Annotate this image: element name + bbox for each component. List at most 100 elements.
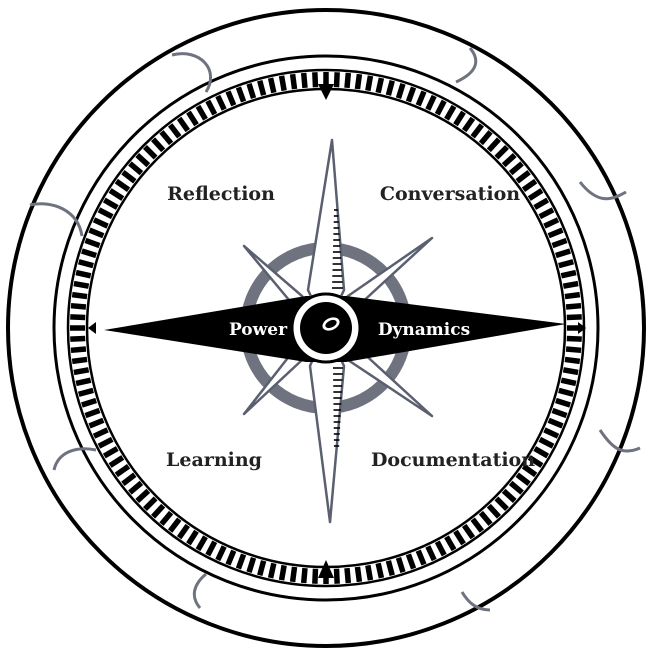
ring-tick [540,439,553,446]
ring-tick [260,561,264,575]
ring-tick [437,101,444,114]
ring-tick [552,240,566,245]
ring-tick [388,561,392,575]
ring-tick [337,569,338,584]
ring-tick [170,125,179,137]
ring-tick [198,106,206,119]
ring-tick [304,568,305,583]
west-pointer-icon [88,322,96,334]
ring-tick [540,210,553,217]
ring-tick [218,96,224,110]
ring-tick [110,190,123,198]
ring-tick [563,284,578,287]
ring-tick [249,84,254,98]
rim-hook-top-right [456,48,476,82]
ring-tick [82,251,96,256]
quadrant-label-bottom-left: Learning [166,449,262,471]
ring-tick [153,506,163,517]
ring-tick [455,531,463,544]
ring-tick [544,220,558,226]
ring-tick [481,513,491,524]
ring-tick [238,87,243,101]
ring-tick [556,251,570,256]
quadrant-label-top-left: Reflection [167,183,275,205]
ring-tick [481,132,491,143]
ring-tick [398,558,403,572]
ring-tick [418,91,424,105]
ring-tick [282,76,285,91]
ring-tick [99,210,112,217]
ring-tick [145,498,156,509]
ring-tick [561,273,576,276]
ring-tick [228,551,234,565]
ring-tick [153,139,163,150]
ring-tick [408,87,413,101]
ring-tick [549,420,563,426]
ring-tick [398,84,403,98]
ring-tick [447,106,455,119]
center-eye-icon [292,294,360,362]
ring-tick [464,118,473,130]
ring-tick [85,410,99,415]
rim-hook-left-lower [54,449,96,470]
ring-tick [94,430,108,436]
ring-tick [82,400,96,405]
ring-tick [563,370,578,373]
ring-tick [566,349,581,350]
ring-tick [123,475,135,484]
ring-tick [565,295,580,297]
ring-tick [556,400,570,405]
ring-tick [489,139,499,150]
ring-tick [561,380,576,383]
center-label-left: Power [229,320,288,340]
ring-tick [535,449,548,457]
ring-tick [368,565,371,580]
ring-tick [170,519,179,531]
quadrant-label-bottom-right: Documentation [371,449,535,471]
ring-tick [517,172,529,181]
ring-tick [74,370,89,373]
ring-tick [130,163,141,173]
ring-tick [110,457,123,465]
ring-tick [567,339,582,340]
ring-tick [208,101,215,114]
ring-tick [293,567,295,582]
ring-tick [473,125,482,137]
ring-tick [238,554,243,568]
ring-tick [70,339,85,340]
ring-tick [567,317,582,318]
ring-tick [304,73,305,88]
ring-tick [489,506,499,517]
ring-tick [523,181,535,190]
ring-tick [566,306,581,307]
ring-tick [94,220,108,226]
ring-tick [89,230,103,236]
ring-tick [76,273,91,276]
ring-tick [249,558,254,572]
ring-tick [504,155,515,165]
ring-tick [535,200,548,208]
ring-tick [447,537,455,550]
ring-tick [116,181,128,190]
ring-tick [388,81,392,95]
ring-tick [437,542,444,555]
ring-tick [179,118,188,130]
ring-tick [418,551,424,565]
ring-tick [378,563,381,578]
ring-tick [161,513,171,524]
ring-tick [408,554,413,568]
ring-tick [511,483,522,493]
center-label-right: Dynamics [378,320,470,340]
ring-tick [271,78,274,93]
rim-hook-top-left [172,54,211,92]
ring-tick [99,439,112,446]
ring-tick [208,542,215,555]
south-pointer-icon [318,560,334,578]
ring-tick [464,525,473,537]
ring-tick [89,420,103,426]
quadrant-label-top-right: Conversation [380,183,520,205]
ring-tick [473,519,482,531]
ring-tick [72,359,87,361]
ring-tick [85,240,99,245]
